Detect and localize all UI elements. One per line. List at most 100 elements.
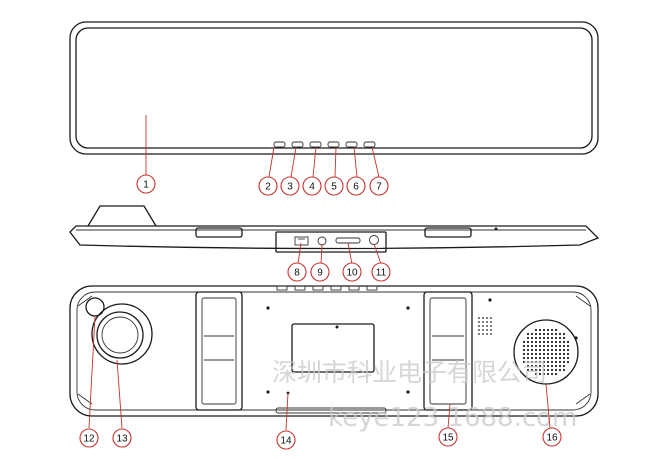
front-buttons: [273, 141, 376, 148]
vent-hole: [490, 321, 492, 323]
speaker-hole: [562, 344, 566, 348]
speaker-hole: [562, 360, 566, 364]
speaker-hole: [546, 340, 550, 344]
front-button-2: [291, 141, 304, 148]
rear-camera-lens-ring: [101, 316, 139, 354]
top-view: [69, 205, 600, 253]
speaker-hole: [522, 348, 526, 352]
rear-camera-lens-outer: [91, 303, 153, 365]
back-vent-grid: [478, 317, 492, 335]
speaker-hole: [562, 348, 566, 352]
callout-number: 7: [376, 182, 382, 193]
speaker-grille-icon: [522, 328, 570, 376]
speaker-hole: [530, 336, 534, 340]
speaker-hole: [530, 360, 534, 364]
speaker-hole: [546, 332, 550, 336]
callout-circle: [371, 262, 391, 282]
callout-1: 1: [136, 174, 156, 194]
back-screws: [266, 298, 578, 395]
speaker-hole: [562, 336, 566, 340]
speaker-hole: [526, 368, 530, 372]
speaker-hole: [538, 340, 542, 344]
speaker-hole: [550, 356, 554, 360]
speaker-hole: [554, 332, 558, 336]
callout-number: 6: [353, 182, 359, 193]
speaker-hole: [542, 328, 546, 332]
vent-hole: [478, 329, 480, 331]
speaker-hole: [526, 332, 530, 336]
mic-hole-icon: [369, 235, 379, 245]
speaker-hole: [562, 352, 566, 356]
speaker-hole: [566, 356, 570, 360]
speaker-hole: [542, 344, 546, 348]
callout-9: 9: [310, 262, 330, 282]
speaker-hole: [554, 356, 558, 360]
back-corner-br: [575, 393, 591, 405]
front-mirror-screen: [75, 27, 593, 149]
callout-13: 13: [112, 428, 132, 448]
back-corner-tl: [77, 295, 93, 307]
callout-circle: [287, 262, 307, 282]
back-right-clip: [423, 291, 473, 411]
speaker-hole: [558, 368, 562, 372]
av-jack-icon: [317, 236, 327, 246]
speaker-hole: [530, 348, 534, 352]
speaker-hole: [526, 364, 530, 368]
vent-hole: [490, 325, 492, 327]
usb-port-icon: [294, 236, 309, 246]
callout-circle: [258, 176, 278, 196]
speaker-hole: [566, 344, 570, 348]
speaker-hole: [562, 340, 566, 344]
speaker-hole: [542, 368, 546, 372]
back-left-clip-inner: [201, 297, 237, 405]
callout-number: 2: [265, 182, 271, 193]
top-camera-bump: [87, 205, 157, 227]
speaker-hole: [534, 348, 538, 352]
back-label-plate: [291, 323, 375, 373]
callout-7: 7: [369, 176, 389, 196]
back-top-notches: [276, 285, 378, 291]
speaker-hole: [526, 344, 530, 348]
speaker-hole: [542, 356, 546, 360]
back-body-inner: [76, 291, 592, 411]
front-button-3: [309, 141, 322, 148]
speaker-hole: [534, 372, 538, 376]
callout-10: 10: [342, 262, 362, 282]
speaker-hole: [558, 360, 562, 364]
vent-hole: [486, 325, 488, 327]
speaker-hole: [558, 364, 562, 368]
speaker-hole: [538, 344, 542, 348]
speaker-hole: [550, 336, 554, 340]
watermark-handle: keye123 1688.com: [328, 403, 577, 433]
speaker-hole: [538, 352, 542, 356]
speaker-hole: [526, 348, 530, 352]
callout-circle: [342, 262, 362, 282]
speaker-hole: [538, 372, 542, 376]
speaker-hole: [542, 340, 546, 344]
speaker-hole: [526, 360, 530, 364]
vent-hole: [482, 329, 484, 331]
speaker-hole: [562, 364, 566, 368]
speaker-hole: [546, 344, 550, 348]
vent-hole: [482, 333, 484, 335]
speaker-hole: [542, 360, 546, 364]
speaker-hole: [538, 356, 542, 360]
speaker-hole: [566, 352, 570, 356]
callout-number: 8: [294, 268, 300, 279]
speaker-hole: [546, 352, 550, 356]
speaker-hole: [530, 368, 534, 372]
speaker-hole: [522, 356, 526, 360]
vent-hole: [486, 317, 488, 319]
speaker-hole: [554, 336, 558, 340]
back-view: [69, 285, 599, 417]
rear-camera-lens-inner: [96, 311, 144, 359]
speaker-hole: [522, 340, 526, 344]
callout-circle: [542, 427, 562, 447]
speaker-hole: [566, 360, 570, 364]
speaker-hole: [550, 328, 554, 332]
callout-circle: [136, 174, 156, 194]
speaker-hole: [554, 360, 558, 364]
back-bottom-slot: [275, 407, 387, 414]
callout-3: 3: [280, 176, 300, 196]
